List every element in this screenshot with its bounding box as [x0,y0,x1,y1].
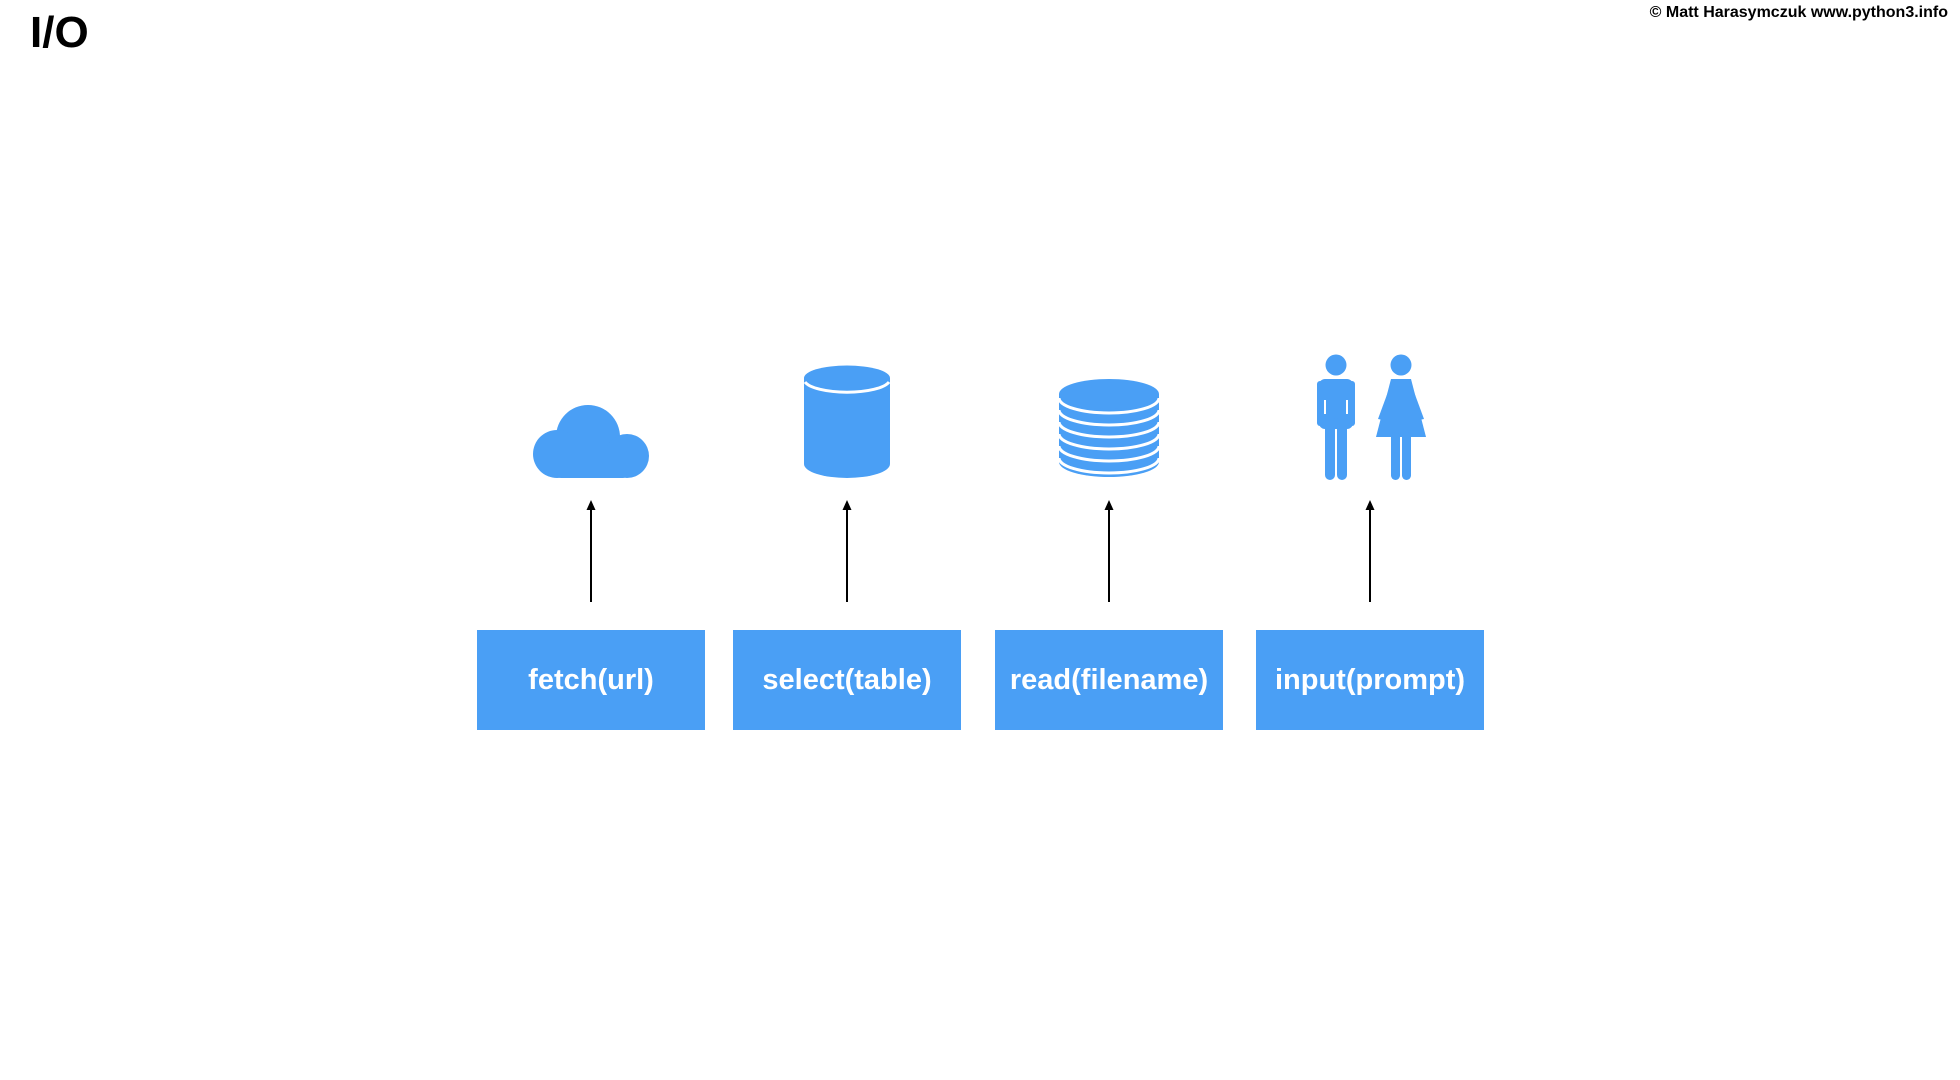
arrow-up-icon [586,500,596,602]
io-item-input: input(prompt) [1256,340,1484,732]
arrow-up-icon [1365,500,1375,602]
copyright-notice: © Matt Harasymczuk www.python3.info [1649,4,1948,21]
people-icon [1256,340,1484,480]
function-box-input: input(prompt) [1256,630,1484,730]
arrow-up-icon [1104,500,1114,602]
arrow-up-icon [842,500,852,602]
io-item-read: read(filename) [995,340,1223,732]
cloud-icon [477,340,705,480]
storage-stack-icon [995,340,1223,480]
function-box-fetch: fetch(url) [477,630,705,730]
function-box-select: select(table) [733,630,961,730]
database-cylinder-icon [733,340,961,480]
io-item-fetch: fetch(url) [477,340,705,732]
io-item-select: select(table) [733,340,961,732]
page-title: I/O [30,8,89,57]
function-box-read: read(filename) [995,630,1223,730]
